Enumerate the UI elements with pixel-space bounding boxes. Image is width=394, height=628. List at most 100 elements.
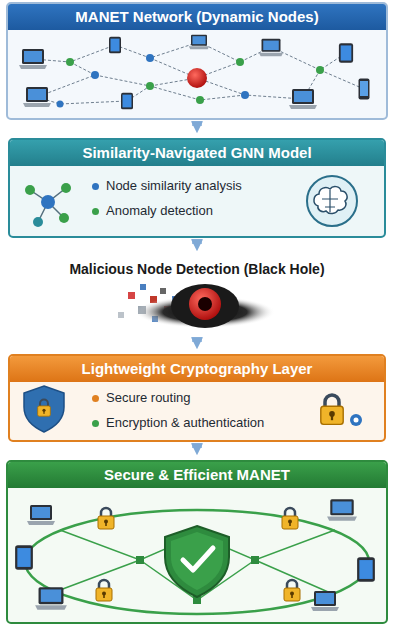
graph-icon <box>25 183 71 227</box>
flow-arrow <box>192 337 202 342</box>
network-illustration <box>187 68 207 88</box>
heading-text: Malicious Node Detection (Black Hole) <box>60 256 334 282</box>
network-illustration <box>121 93 133 110</box>
network-illustration <box>339 43 353 63</box>
network-illustration <box>236 58 244 66</box>
shield-lock-icon <box>24 386 64 432</box>
network-illustration <box>19 35 370 110</box>
secure-network-illustration <box>35 587 67 610</box>
network-illustration <box>66 58 74 66</box>
network-illustration <box>109 37 121 54</box>
network-illustration <box>289 89 317 109</box>
secure-network-illustration <box>15 545 33 569</box>
bullet-list: Secure routingEncryption & authenticatio… <box>10 382 384 431</box>
padlock-icon <box>321 395 362 426</box>
gnn-model-box: Similarity-Navigated GNN ModelNode simil… <box>8 138 386 238</box>
box-fill <box>6 460 388 624</box>
network-illustration <box>316 66 324 74</box>
bullet-text: Anomaly detection <box>106 203 213 219</box>
network-illustration <box>57 101 64 108</box>
network-illustration <box>146 82 154 90</box>
secure-manet-panel: Secure & Efficient MANET <box>6 460 388 624</box>
network-illustration <box>91 71 99 79</box>
bullet-text: Secure routing <box>106 390 191 406</box>
box-fill <box>8 354 386 442</box>
secure-network-illustration <box>327 499 357 520</box>
network-illustration <box>241 91 249 99</box>
black-hole-illustration <box>128 292 135 299</box>
brain-icon <box>322 190 338 212</box>
network-illustration <box>19 49 47 69</box>
secure-network-illustration <box>60 530 335 600</box>
network-illustration <box>146 54 154 62</box>
brain-icon <box>307 176 357 226</box>
black-hole-illustration <box>189 288 221 320</box>
brain-icon <box>314 187 347 214</box>
secure-network-illustration <box>183 548 213 570</box>
bullet-dot <box>92 420 99 427</box>
network-illustration <box>23 87 51 107</box>
padlock-icon <box>350 414 362 426</box>
secure-network-illustration <box>311 591 339 611</box>
heading-text: Secure & Efficient MANET <box>8 462 386 488</box>
shield-lock-icon <box>24 386 64 432</box>
flow-arrow <box>192 443 202 448</box>
shield-lock-icon <box>38 400 51 417</box>
graph-icon <box>61 183 71 193</box>
heading-text: Similarity-Navigated GNN Model <box>10 140 384 166</box>
secure-network-illustration <box>27 505 55 525</box>
flow-arrow <box>192 121 202 126</box>
network-illustration <box>189 35 209 50</box>
graph-icon <box>33 217 43 227</box>
box-fill <box>8 138 386 238</box>
black-hole-illustration <box>171 284 239 328</box>
graph-icon <box>59 213 69 223</box>
heading-text: MANET Network (Dynamic Nodes) <box>8 4 386 30</box>
padlock-icon <box>354 418 359 423</box>
secure-network-illustration <box>251 556 259 564</box>
network-illustration <box>196 96 204 104</box>
bullet-dot <box>92 183 99 190</box>
bullet-row: Encryption & authentication <box>92 415 384 431</box>
padlock-icon <box>321 395 343 424</box>
network-panel: MANET Network (Dynamic Nodes) <box>6 2 388 120</box>
bullet-row: Secure routing <box>92 390 384 406</box>
heading-text: Lightweight Cryptography Layer <box>10 356 384 382</box>
black-hole-illustration <box>118 312 124 318</box>
bullet-text: Node similarity analysis <box>106 178 242 194</box>
box-fills <box>6 2 388 624</box>
secure-network-illustration <box>284 580 300 601</box>
bullet-row: Node similarity analysis <box>92 178 384 194</box>
black-hole-illustration <box>160 288 166 294</box>
black-hole-illustration <box>140 284 146 290</box>
secure-network-illustration <box>171 532 223 590</box>
brain-icon <box>307 176 357 226</box>
secure-network-illustration <box>165 526 229 597</box>
flow-arrow <box>192 239 202 244</box>
secure-network-illustration <box>96 580 112 601</box>
graph-icon <box>41 195 55 209</box>
black-hole-illustration <box>118 284 275 328</box>
secure-network-illustration <box>98 508 114 529</box>
network-illustration <box>359 79 370 100</box>
bullet-row: Anomaly detection <box>92 203 384 219</box>
cryptography-box: Lightweight Cryptography LayerSecure rou… <box>8 354 386 442</box>
connector-layer <box>197 121 198 448</box>
secure-network-illustration <box>136 556 144 564</box>
secure-network-illustration <box>282 508 298 529</box>
secure-network-illustration <box>15 499 375 614</box>
detection-stage: Malicious Node Detection (Black Hole) <box>60 256 334 336</box>
black-hole-illustration <box>198 297 212 311</box>
bullet-dot <box>92 395 99 402</box>
box-fill <box>6 2 388 120</box>
network-illustration <box>33 42 364 104</box>
secure-network-illustration <box>25 510 369 614</box>
bullet-text: Encryption & authentication <box>106 415 264 431</box>
secure-network-illustration <box>357 557 375 581</box>
bullet-dot <box>92 208 99 215</box>
bullet-list: Node similarity analysisAnomaly detectio… <box>10 166 384 219</box>
graph-icon <box>25 185 35 195</box>
network-illustration <box>259 39 283 56</box>
